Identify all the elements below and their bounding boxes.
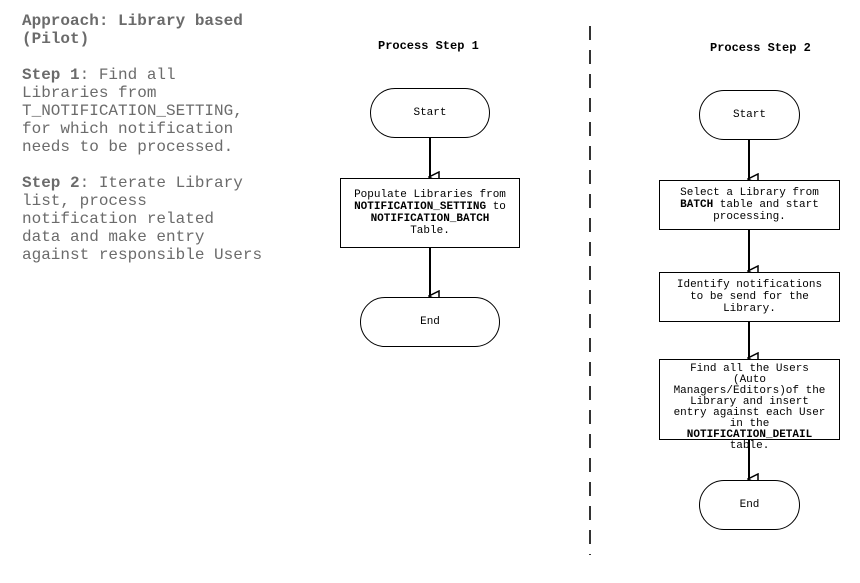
p2-end-node: End xyxy=(699,480,800,530)
p2-box3-post: table. xyxy=(729,439,770,452)
step1-description: Step 1: Find all Libraries from T_NOTIFI… xyxy=(22,66,322,156)
p1-box-post: Table. xyxy=(410,225,450,237)
p1-populate-box: Populate Libraries from NOTIFICATION_SET… xyxy=(340,178,520,248)
step1-label: Step 1 xyxy=(22,66,80,84)
p2-start-node: Start xyxy=(699,90,800,140)
step2-text: : Iterate Library list, process notifica… xyxy=(22,174,263,264)
p2-box1-code: BATCH xyxy=(680,199,714,211)
p2-box3-pre: Find all the Users (Auto Managers/Editor… xyxy=(673,362,826,430)
step2-label: Step 2 xyxy=(22,174,80,192)
process1-title: Process Step 1 xyxy=(378,39,479,53)
p2-select-text: Select a Library from BATCH table and st… xyxy=(680,187,819,223)
p1-end-node: End xyxy=(360,297,500,347)
description-panel: Approach: Library based (Pilot) Step 1: … xyxy=(22,12,322,282)
p2-box3-code: NOTIFICATION_DETAIL xyxy=(686,428,813,441)
p1-box-code2: NOTIFICATION_BATCH xyxy=(370,213,490,225)
step1-text: : Find all Libraries from T_NOTIFICATION… xyxy=(22,66,243,156)
p2-find-users-text: Find all the Users (Auto Managers/Editor… xyxy=(673,362,826,452)
approach-title: Approach: Library based (Pilot) xyxy=(22,12,243,48)
p2-box1-pre: Select a Library from xyxy=(680,187,819,199)
process2-title: Process Step 2 xyxy=(710,41,811,55)
p1-box-mid: to xyxy=(486,201,506,213)
p2-box1-post: table and start processing. xyxy=(713,199,819,223)
p1-start-node: Start xyxy=(370,88,490,138)
p2-select-library-box: Select a Library from BATCH table and st… xyxy=(659,180,840,230)
p2-find-users-box: Find all the Users (Auto Managers/Editor… xyxy=(659,359,840,451)
p1-populate-text: Populate Libraries from NOTIFICATION_SET… xyxy=(354,189,506,237)
p1-box-code1: NOTIFICATION_SETTING xyxy=(354,201,487,213)
step2-description: Step 2: Iterate Library list, process no… xyxy=(22,174,322,264)
p2-identify-box: Identify notifications to be send for th… xyxy=(659,272,840,322)
p1-box-pre: Populate Libraries from xyxy=(354,189,506,201)
